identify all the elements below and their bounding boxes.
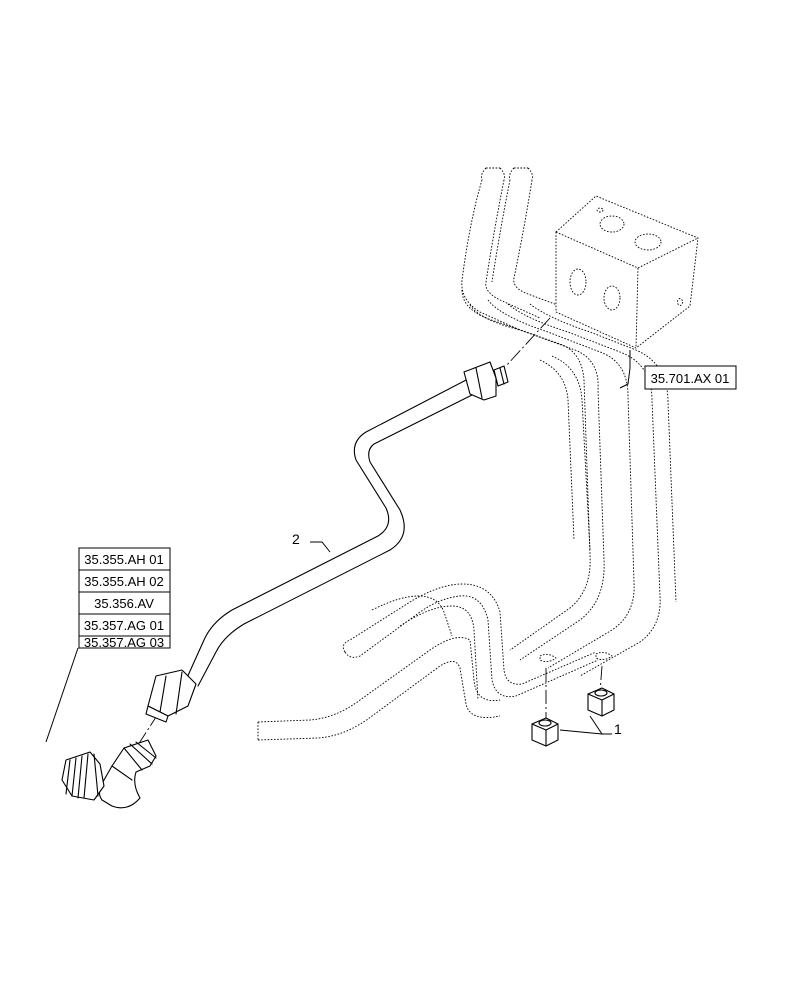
fitting-reference-5-text: 35.357.AG 03	[84, 635, 164, 650]
center-lines	[135, 317, 603, 749]
fitting-reference-stack: 35.355.AH 01 35.355.AH 02 35.356.AV 35.3…	[78, 547, 171, 650]
valve-block	[555, 195, 699, 349]
hydraulic-tube	[145, 361, 509, 723]
fitting-reference-4[interactable]: 35.357.AG 01	[78, 613, 171, 637]
fitting-reference-2[interactable]: 35.355.AH 02	[78, 569, 171, 593]
fitting-reference-5[interactable]: 35.357.AG 03	[78, 635, 171, 650]
callout-nuts: 1	[614, 721, 622, 737]
fitting-reference-4-text: 35.357.AG 01	[84, 618, 164, 633]
fitting-reference-3-text: 35.356.AV	[94, 596, 154, 611]
callout-tube: 2	[292, 531, 300, 547]
elbow-fitting	[61, 739, 157, 809]
leader-lines	[45, 350, 631, 743]
fitting-reference-2-text: 35.355.AH 02	[84, 574, 164, 589]
nut-1	[531, 717, 559, 747]
fitting-reference-3[interactable]: 35.356.AV	[78, 591, 171, 615]
nut-2	[587, 687, 615, 717]
block-reference-label[interactable]: 35.701.AX 01	[644, 365, 737, 390]
fitting-reference-1-text: 35.355.AH 01	[84, 552, 164, 567]
fitting-reference-1[interactable]: 35.355.AH 01	[78, 547, 171, 571]
block-reference-text: 35.701.AX 01	[651, 371, 730, 386]
phantom-context-lines	[257, 167, 677, 741]
